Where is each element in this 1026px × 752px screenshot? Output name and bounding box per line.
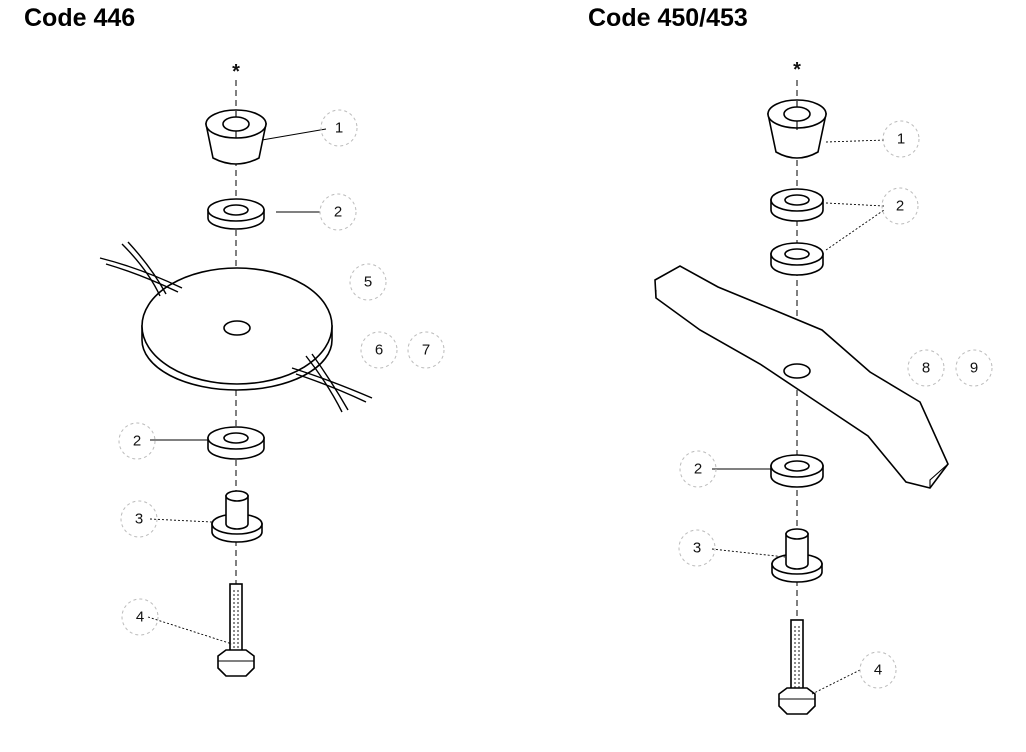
callout-1-right: 1: [882, 120, 920, 158]
svg-text:4: 4: [874, 662, 882, 679]
callout-4-left: 4: [121, 598, 159, 636]
svg-text:5: 5: [364, 274, 372, 291]
part-3-support-cup-right: [771, 528, 823, 583]
part-2-washer-bottom-left: [207, 426, 265, 460]
svg-text:3: 3: [693, 540, 701, 557]
callout-6: 6: [360, 331, 398, 369]
asterisk-mark-left: *: [232, 61, 240, 83]
svg-text:6: 6: [375, 342, 383, 359]
title-code-450-453: Code 450/453: [588, 4, 748, 32]
svg-text:3: 3: [135, 511, 143, 528]
svg-text:9: 9: [970, 360, 978, 377]
callout-8: 8: [907, 349, 945, 387]
title-code-446: Code 446: [24, 4, 136, 32]
part-8-9-grass-blade: [654, 265, 949, 489]
assembly-code-450-453: *: [654, 59, 993, 715]
part-2-washer-top-left: [207, 198, 265, 230]
svg-text:2: 2: [133, 433, 141, 450]
callout-2-bottom-right: 2: [679, 450, 717, 488]
callout-2-bottom-left: 2: [118, 422, 156, 460]
svg-text:4: 4: [136, 609, 144, 626]
svg-text:1: 1: [335, 120, 343, 137]
part-1-cap-right: [767, 99, 827, 159]
svg-text:2: 2: [334, 204, 342, 221]
part-2-washer-bottom-right: [770, 454, 824, 488]
part-5-trimmer-disc: [99, 241, 373, 413]
asterisk-mark-right: *: [793, 59, 801, 81]
assembly-code-446: *: [99, 61, 445, 677]
svg-text:2: 2: [694, 461, 702, 478]
svg-text:8: 8: [922, 360, 930, 377]
callout-3-left: 3: [120, 500, 158, 538]
part-3-support-cup-left: [211, 490, 263, 543]
svg-text:1: 1: [897, 131, 905, 148]
part-2-washer-lower-right: [770, 242, 824, 276]
callout-3-right: 3: [678, 529, 716, 567]
callout-7: 7: [407, 331, 445, 369]
part-2-washer-upper-right: [770, 188, 824, 222]
svg-text:2: 2: [896, 198, 904, 215]
part-4-bolt-right: [778, 619, 816, 715]
callout-1-left: 1: [320, 109, 358, 147]
callout-4-right: 4: [859, 651, 897, 689]
callout-5: 5: [349, 263, 387, 301]
callout-2-top-left: 2: [319, 193, 357, 231]
part-1-cap-left: [205, 109, 267, 165]
part-4-bolt-left: [217, 583, 255, 677]
callout-9: 9: [955, 349, 993, 387]
callout-2-top-right: 2: [881, 187, 919, 225]
svg-text:7: 7: [422, 342, 430, 359]
